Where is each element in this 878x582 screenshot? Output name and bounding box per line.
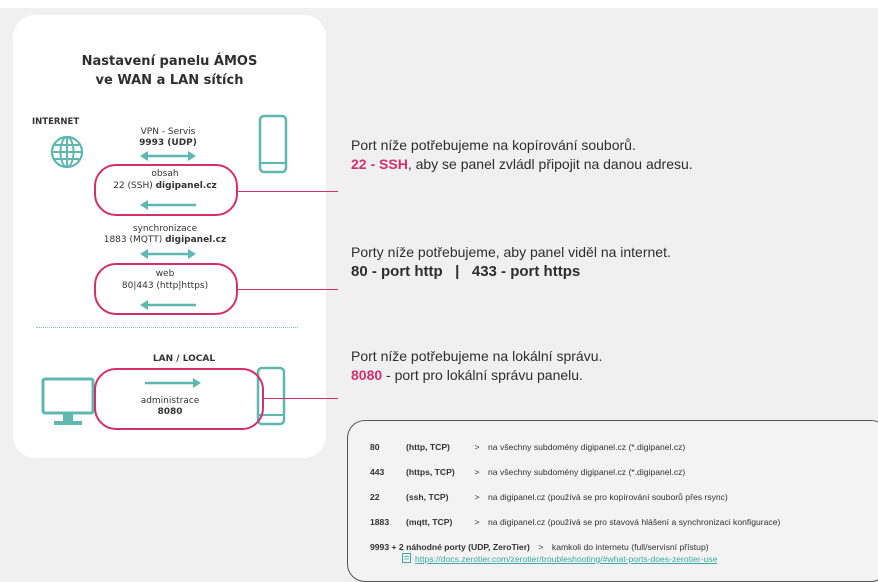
admin-port: 8080 <box>157 407 183 417</box>
info-ssh-line1: Port níže potřebujeme na kopírování soub… <box>351 137 636 153</box>
zerotier-link-row: https://docs.zerotier.com/zerotier/troub… <box>402 553 717 565</box>
ports-table: 80 (http, TCP) > na všechny subdomény digip… <box>347 420 878 582</box>
port-protocol: (ssh, TCP) <box>406 492 449 502</box>
ports-row: 80 (http, TCP) > na všechny subdomény digip… <box>370 441 685 453</box>
row-separator: > <box>474 492 480 502</box>
obsah-port-value: 22 (SSH) <box>113 181 153 191</box>
top-band <box>0 0 878 8</box>
ports-row: 1883 (mqtt, TCP) > na digipanel.cz (používá… <box>370 516 780 528</box>
row-separator: > <box>474 442 480 452</box>
web-port: 80|443 (http|https) <box>121 281 209 291</box>
port-description: na digipanel.cz (používá se pro stavová … <box>488 517 781 527</box>
row-separator: > <box>474 517 480 527</box>
port-number: 443 <box>370 467 385 477</box>
port-protocol: (https, TCP) <box>406 467 455 477</box>
wan-lan-divider <box>36 327 298 328</box>
port-number: 9993 + 2 náhodné porty (UDP, ZeroTier) <box>370 542 530 552</box>
vpn-port: 9993 (UDP) <box>139 138 197 148</box>
row-separator: > <box>538 542 544 552</box>
row-separator: > <box>474 467 480 477</box>
port-description: kamkoli do internetu (full/servisní přís… <box>551 542 709 552</box>
sync-port: 1883 (MQTT) digipanel.cz <box>90 235 240 246</box>
port-protocol: (http, TCP) <box>406 442 450 452</box>
info-ssh-highlight: 22 - SSH <box>351 156 408 172</box>
connector-line-2 <box>238 289 338 290</box>
info-local-line1: Port níže potřebujeme na lokální správu. <box>351 348 603 364</box>
web-label: web <box>155 269 175 279</box>
ports-row: 443 (https, TCP) > na všechny subdomény dig… <box>370 466 685 478</box>
connector-line-1 <box>238 191 338 192</box>
admin-label: administrace <box>140 396 200 406</box>
bidirectional-arrow-icon <box>140 249 196 259</box>
port-description: na všechny subdomény digipanel.cz (*.dig… <box>488 442 686 452</box>
obsah-pill <box>94 164 238 216</box>
desktop-monitor-icon <box>41 377 95 425</box>
obsah-label: obsah <box>151 169 179 179</box>
info-block-ssh: Port níže potřebujeme na kopírování soub… <box>351 136 693 174</box>
connector-line-3 <box>264 398 338 399</box>
vpn-label: VPN - Servis <box>140 127 196 137</box>
diagram-title: Nastavení panelu ÁMOS ve WAN a LAN sítíc… <box>13 52 326 90</box>
info-ssh-rest: , aby se panel zvládl připojit na danou … <box>407 156 693 172</box>
info-local-rest: - port pro lokální správu panelu. <box>382 367 583 383</box>
port-protocol: (mqtt, TCP) <box>406 517 453 527</box>
link-icon <box>402 553 411 563</box>
sync-host: digipanel.cz <box>165 235 227 245</box>
info-local-highlight: 8080 <box>351 367 383 383</box>
port-number: 1883 <box>370 517 390 527</box>
sync-label: synchronizace <box>132 224 198 234</box>
info-local-line2: 8080 - port pro lokální správu panelu. <box>351 366 602 385</box>
arrow-right-icon <box>145 378 201 388</box>
sync-port-value: 1883 (MQTT) <box>103 235 163 245</box>
obsah-port: 22 (SSH) digipanel.cz <box>100 181 230 192</box>
port-description: na digipanel.cz (používá se pro kopírová… <box>488 492 728 502</box>
tablet-icon <box>258 114 288 174</box>
title-line-1: Nastavení panelu ÁMOS <box>81 54 258 69</box>
info-block-web: Porty níže potřebujeme, aby panel viděl … <box>351 243 671 281</box>
info-web-line2: 80 - port http | 433 - port https <box>351 263 581 280</box>
arrow-left-icon <box>140 200 196 210</box>
administrace-pill <box>94 368 264 430</box>
lan-label: LAN / LOCAL <box>152 354 216 364</box>
ports-row: 22 (ssh, TCP) > na digipanel.cz (používá se… <box>370 491 728 503</box>
port-number: 22 <box>370 492 380 502</box>
web-pill <box>94 263 238 315</box>
zerotier-docs-link[interactable]: https://docs.zerotier.com/zerotier/troub… <box>415 554 718 564</box>
bidirectional-arrow-icon <box>140 151 196 161</box>
title-line-2: ve WAN a LAN sítích <box>95 73 244 88</box>
port-description: na všechny subdomény digipanel.cz (*.dig… <box>488 467 686 477</box>
info-ssh-line2: 22 - SSH, aby se panel zvládl připojit n… <box>351 155 693 174</box>
info-web-line1: Porty níže potřebujeme, aby panel viděl … <box>351 244 671 260</box>
internet-label: INTERNET <box>32 117 80 127</box>
globe-icon <box>50 135 84 169</box>
ports-row: 9993 + 2 náhodné porty (UDP, ZeroTier) > k… <box>370 541 709 553</box>
obsah-host: digipanel.cz <box>155 181 217 191</box>
arrow-left-icon <box>140 300 196 310</box>
info-block-local: Port níže potřebujeme na lokální správu.… <box>351 347 602 385</box>
port-number: 80 <box>370 442 380 452</box>
